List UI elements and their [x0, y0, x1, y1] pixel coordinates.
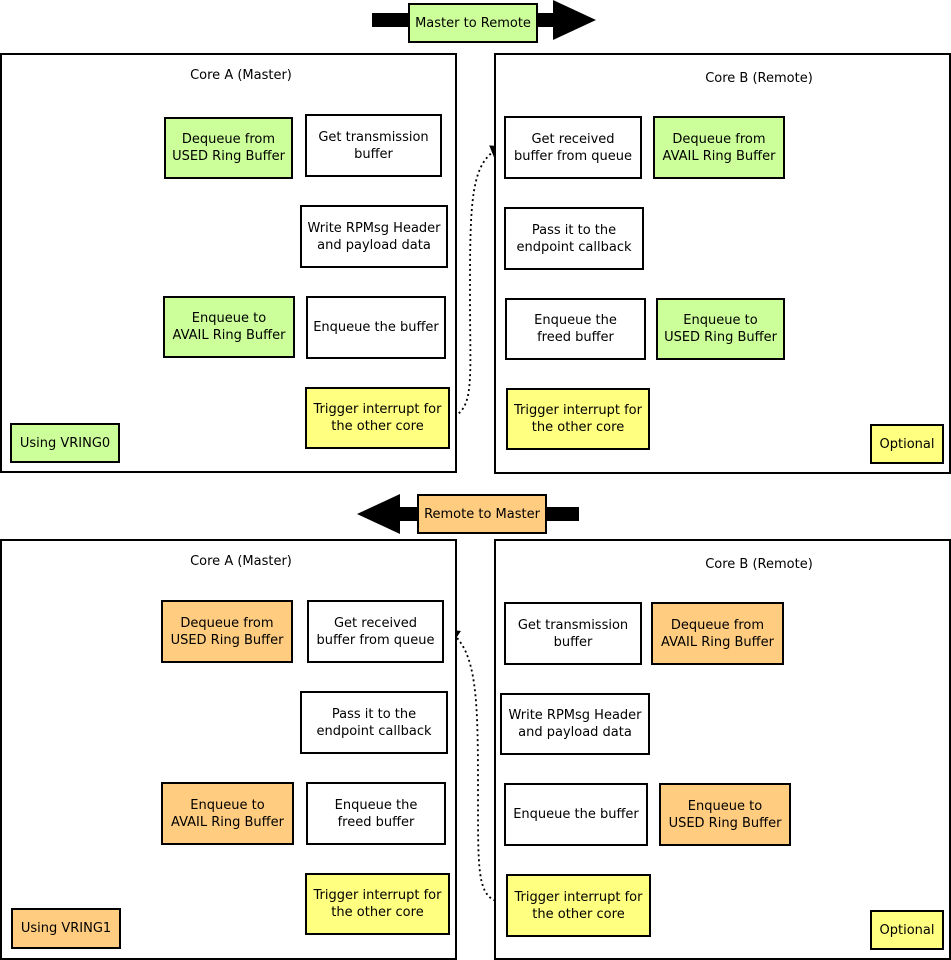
- vring-label: Using VRING0: [10, 423, 120, 463]
- trigger-interrupt-box: Trigger interrupt for the other core: [506, 388, 650, 450]
- dequeue-note: Dequeue from USED Ring Buffer: [161, 600, 293, 663]
- optional-label: Optional: [870, 910, 944, 950]
- optional-label: Optional: [870, 424, 944, 464]
- panel-title: Core A (Master): [190, 554, 292, 569]
- step-box: Enqueue the buffer: [504, 783, 648, 846]
- step-box: Write RPMsg Header and payload data: [300, 205, 448, 268]
- step-box: Enqueue the freed buffer: [306, 782, 446, 845]
- dequeue-note: Dequeue from AVAIL Ring Buffer: [651, 602, 784, 665]
- step-box: Enqueue the freed buffer: [505, 298, 646, 360]
- step-box: Write RPMsg Header and payload data: [500, 693, 650, 755]
- step-box: Get transmission buffer: [305, 114, 442, 177]
- enqueue-note: Enqueue to AVAIL Ring Buffer: [161, 782, 294, 845]
- step-box: Pass it to the endpoint callback: [300, 691, 448, 754]
- direction-label-remote-to-master: Remote to Master: [417, 494, 547, 534]
- trigger-interrupt-box: Trigger interrupt for the other core: [305, 387, 450, 449]
- panel-title: Core B (Remote): [705, 71, 813, 86]
- dequeue-note: Dequeue from USED Ring Buffer: [164, 117, 293, 179]
- panel-title: Core B (Remote): [705, 557, 813, 572]
- trigger-interrupt-box: Trigger interrupt for the other core: [305, 873, 450, 935]
- direction-label-master-to-remote: Master to Remote: [408, 3, 538, 43]
- vring-label: Using VRING1: [11, 908, 121, 949]
- step-box: Get received buffer from queue: [307, 600, 444, 663]
- enqueue-note: Enqueue to USED Ring Buffer: [659, 783, 791, 846]
- step-box: Pass it to the endpoint callback: [504, 207, 644, 270]
- step-box: Get transmission buffer: [504, 602, 642, 665]
- trigger-interrupt-box: Trigger interrupt for the other core: [506, 874, 651, 937]
- panel-title: Core A (Master): [190, 68, 292, 83]
- step-box: Get received buffer from queue: [504, 116, 642, 179]
- step-box: Enqueue the buffer: [306, 296, 446, 359]
- enqueue-note: Enqueue to USED Ring Buffer: [656, 298, 785, 360]
- dequeue-note: Dequeue from AVAIL Ring Buffer: [653, 116, 785, 179]
- enqueue-note: Enqueue to AVAIL Ring Buffer: [163, 296, 295, 358]
